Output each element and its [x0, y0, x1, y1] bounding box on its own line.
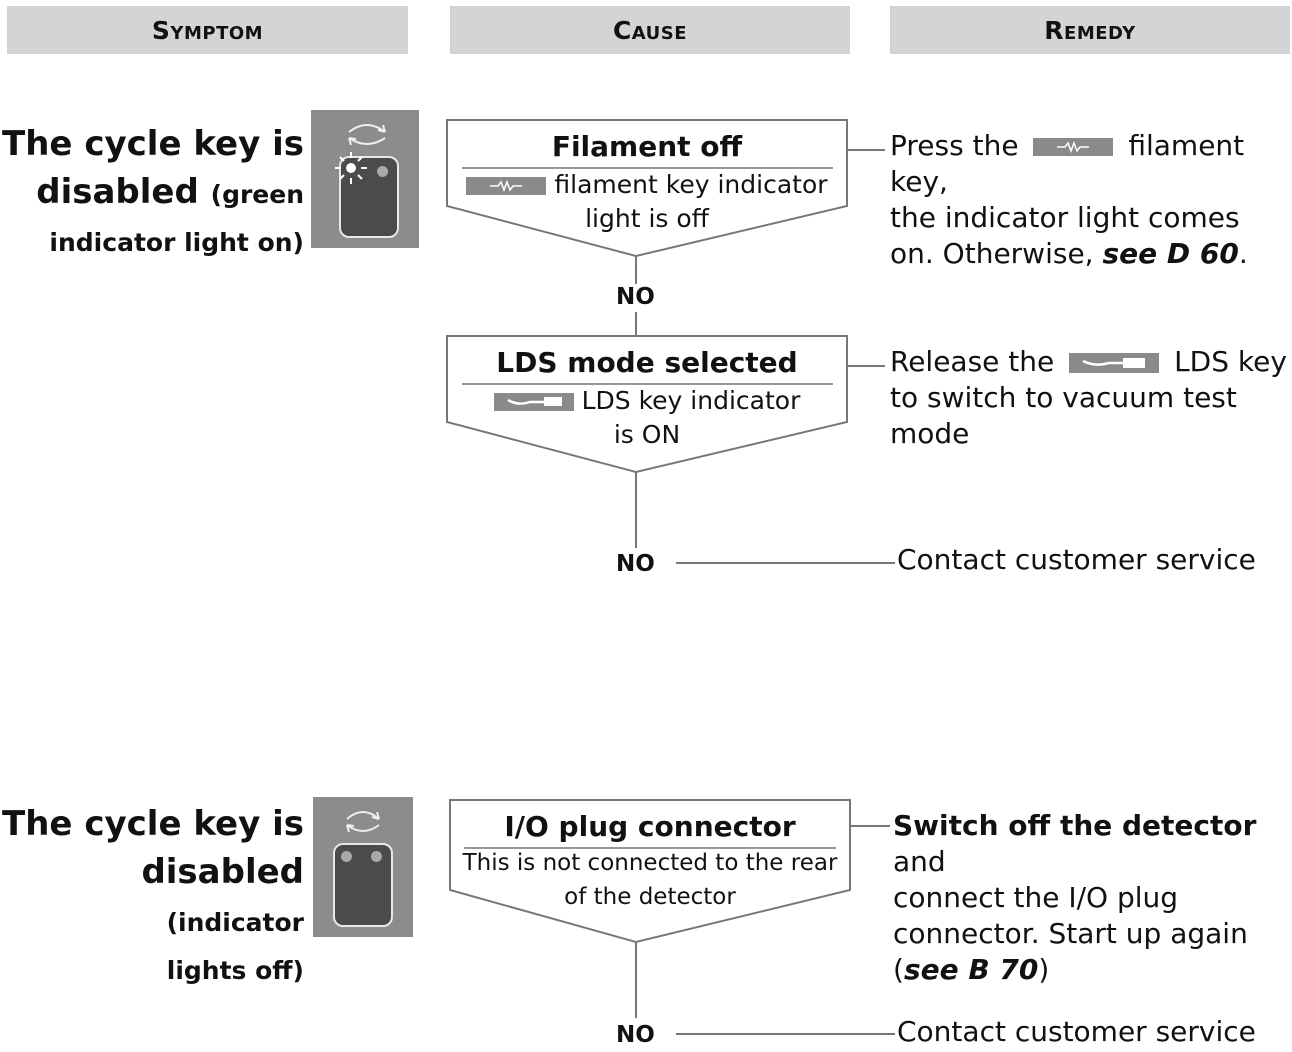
remedy-4-bold: Switch off the detector [893, 809, 1257, 842]
symptom-2-line1: The cycle key is [2, 804, 304, 844]
cause-box-filament-off [446, 119, 848, 258]
cause-box-io-plug [449, 799, 851, 944]
remedy-2-line3: mode [890, 417, 970, 450]
cause-2-body-line2: is ON [613, 420, 681, 449]
filament-key-icon [1033, 138, 1114, 156]
lds-key-icon [1069, 353, 1160, 373]
remedy-4-line4b: ) [1038, 953, 1050, 986]
cause-3-body: This is not connected to the rear of the… [450, 846, 850, 914]
cycle-key-panel-green-on [311, 110, 419, 248]
cause-1-title: Filament off [551, 130, 743, 163]
green-indicator-light-on-icon [335, 152, 367, 184]
cause-2-body-line1: LDS key indicator [581, 386, 801, 415]
remedy-4: Switch off the detector and connect the … [893, 808, 1292, 988]
symptom-1-line3: indicator light on) [49, 228, 304, 257]
lds-key-icon [493, 393, 574, 411]
header-cause: Cause [450, 6, 850, 54]
indicator-light-off [377, 166, 388, 177]
remedy-1-part2: filament key, [890, 129, 1245, 198]
remedy-5: Contact customer service [897, 1015, 1256, 1048]
symptom-1-line2-note: (green [210, 180, 304, 209]
cause-3-body-line1: This is not connected to the rear [462, 850, 838, 876]
remedy-2-part1: Release the [890, 345, 1055, 378]
remedy-4-line3: connector. Start up again [893, 917, 1248, 950]
remedy-1-line2: the indicator light comes [890, 201, 1240, 234]
header-cause-label: Cause [612, 15, 688, 45]
remedy-4-line2: connect the I/O plug [893, 881, 1179, 914]
remedy-4-part1: and [893, 845, 946, 878]
cause-3-title: I/O plug connector [504, 810, 796, 843]
symptom-2-line3: lights off) [166, 956, 304, 985]
remedy-2: Release the LDS key to switch to vacuum … [890, 344, 1290, 452]
indicator-light-off [341, 851, 352, 862]
remedy-4-line4a: ( [893, 953, 904, 986]
symptom-2: The cycle key is disabled (indicator lig… [0, 800, 304, 995]
cycle-arrows-icon [346, 811, 380, 833]
symptom-1: The cycle key is disabled (green indicat… [0, 120, 304, 267]
cause-1-body-line1: filament key indicator [554, 170, 828, 199]
no-label-1: NO [616, 284, 655, 310]
header-remedy-label: Remedy [1044, 15, 1136, 45]
symptom-2-line2: disabled [141, 852, 304, 892]
cycle-key-panel-lights-off [313, 797, 413, 937]
symptom-2-line2-note: (indicator [166, 908, 304, 937]
symptom-1-line1: The cycle key is [2, 124, 304, 164]
symptom-1-line2: disabled [36, 172, 199, 212]
indicator-light-off [371, 851, 382, 862]
cause-box-lds-mode [446, 335, 848, 474]
filament-key-icon [466, 177, 547, 195]
remedy-2-line2: to switch to vacuum test [890, 381, 1237, 414]
remedy-1: Press the filament key, the indicator li… [890, 128, 1290, 272]
no-label-3: NO [616, 1022, 655, 1048]
cause-3-body-line2: of the detector [564, 884, 736, 910]
cause-2-body: LDS key indicator is ON [447, 384, 847, 452]
header-remedy: Remedy [890, 6, 1290, 54]
remedy-2-part2: LDS key [1174, 345, 1287, 378]
remedy-4-reference-link[interactable]: see B 70 [903, 953, 1039, 986]
remedy-1-line3a: on. Otherwise, [890, 237, 1094, 270]
cause-1-body-line2: light is off [585, 204, 709, 233]
cause-1-body: filament key indicator light is off [447, 168, 847, 236]
remedy-3: Contact customer service [897, 543, 1256, 576]
header-symptom: Symptom [7, 6, 408, 54]
remedy-1-line3b: . [1238, 237, 1248, 270]
cycle-arrows-icon [348, 124, 386, 146]
remedy-1-part1: Press the [890, 129, 1019, 162]
cause-2-title: LDS mode selected [496, 346, 798, 379]
remedy-1-reference-link[interactable]: see D 60 [1102, 237, 1239, 270]
header-symptom-label: Symptom [151, 15, 264, 45]
no-label-2: NO [616, 551, 655, 577]
